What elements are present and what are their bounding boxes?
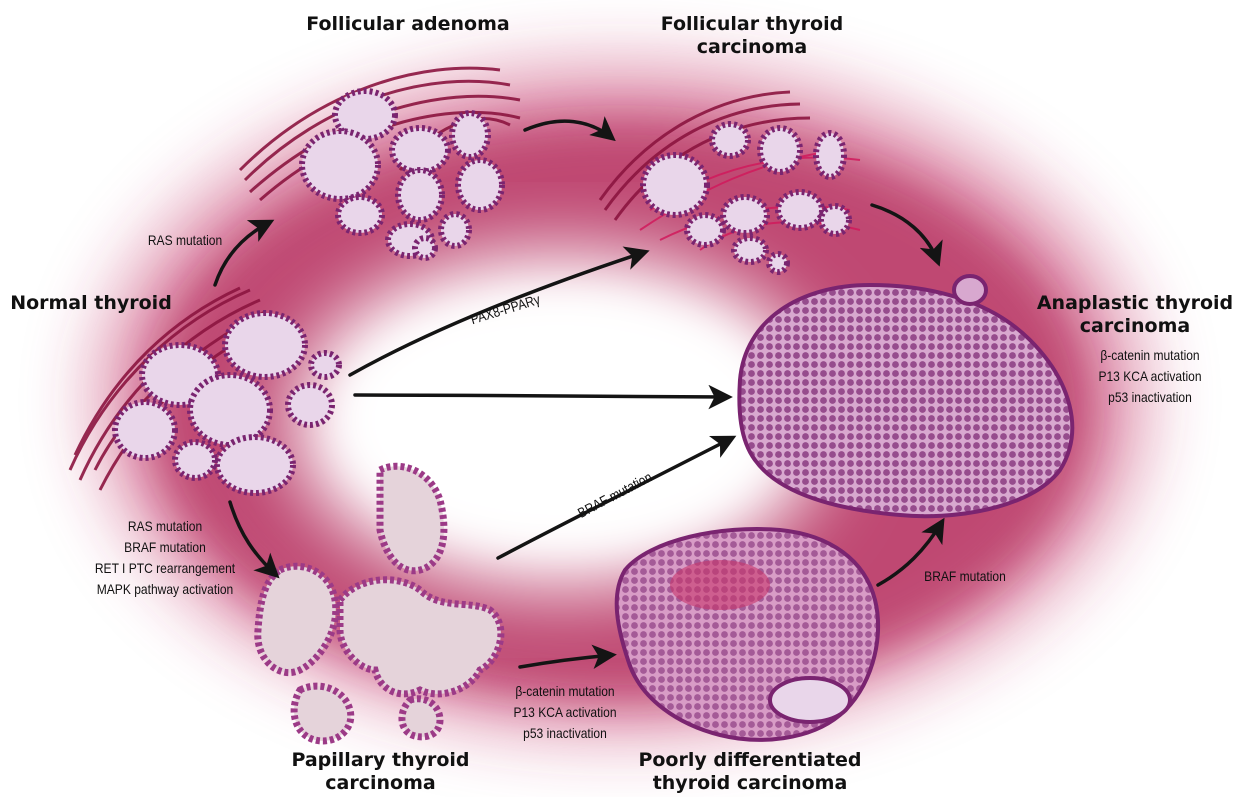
title-papillary-carcinoma: Papillary thyroid carcinoma — [278, 749, 483, 795]
title-poorly-differentiated: Poorly differentiated thyroid carcinoma — [630, 749, 870, 795]
note-papillary-3: RET I PTC rearrangement — [75, 558, 256, 579]
note-anaplastic-1: β-catenin mutation — [1086, 345, 1215, 366]
title-papillary-line2: carcinoma — [278, 772, 483, 795]
note-poorly-3: p53 inactivation — [501, 723, 630, 744]
title-follicular-adenoma: Follicular adenoma — [300, 13, 516, 36]
label-poorly-to-anaplastic: BRAF mutation — [913, 566, 1016, 587]
note-papillary-4: MAPK pathway activation — [75, 579, 256, 600]
title-normal-thyroid: Normal thyroid — [5, 292, 177, 315]
arrow-normal-to-anaplastic — [355, 395, 728, 397]
title-papillary-line1: Papillary thyroid — [278, 749, 483, 772]
note-papillary-1: RAS mutation — [75, 516, 256, 537]
note-papillary-2: BRAF mutation — [75, 537, 256, 558]
note-poorly-2: P13 KCA activation — [501, 702, 630, 723]
title-follicular-carcinoma-line2: carcinoma — [652, 36, 852, 59]
label-papillary-to-poorly: β-catenin mutation P13 KCA activation p5… — [501, 681, 630, 744]
note-anaplastic-2: P13 KCA activation — [1086, 366, 1215, 387]
title-anaplastic-line2: carcinoma — [1030, 315, 1240, 338]
title-anaplastic-carcinoma: Anaplastic thyroid carcinoma — [1030, 292, 1240, 338]
title-poorly-line1: Poorly differentiated — [630, 749, 870, 772]
label-normal-to-papillary: RAS mutation BRAF mutation RET I PTC rea… — [75, 516, 256, 600]
note-anaplastic-3: p53 inactivation — [1086, 387, 1215, 408]
title-follicular-carcinoma: Follicular thyroid carcinoma — [652, 13, 852, 59]
title-poorly-line2: thyroid carcinoma — [630, 772, 870, 795]
title-anaplastic-line1: Anaplastic thyroid — [1030, 292, 1240, 315]
label-normal-to-adenoma: RAS mutation — [138, 230, 233, 251]
note-poorly-1: β-catenin mutation — [501, 681, 630, 702]
label-anaplastic-markers: β-catenin mutation P13 KCA activation p5… — [1086, 345, 1215, 408]
title-follicular-carcinoma-line1: Follicular thyroid — [652, 13, 852, 36]
